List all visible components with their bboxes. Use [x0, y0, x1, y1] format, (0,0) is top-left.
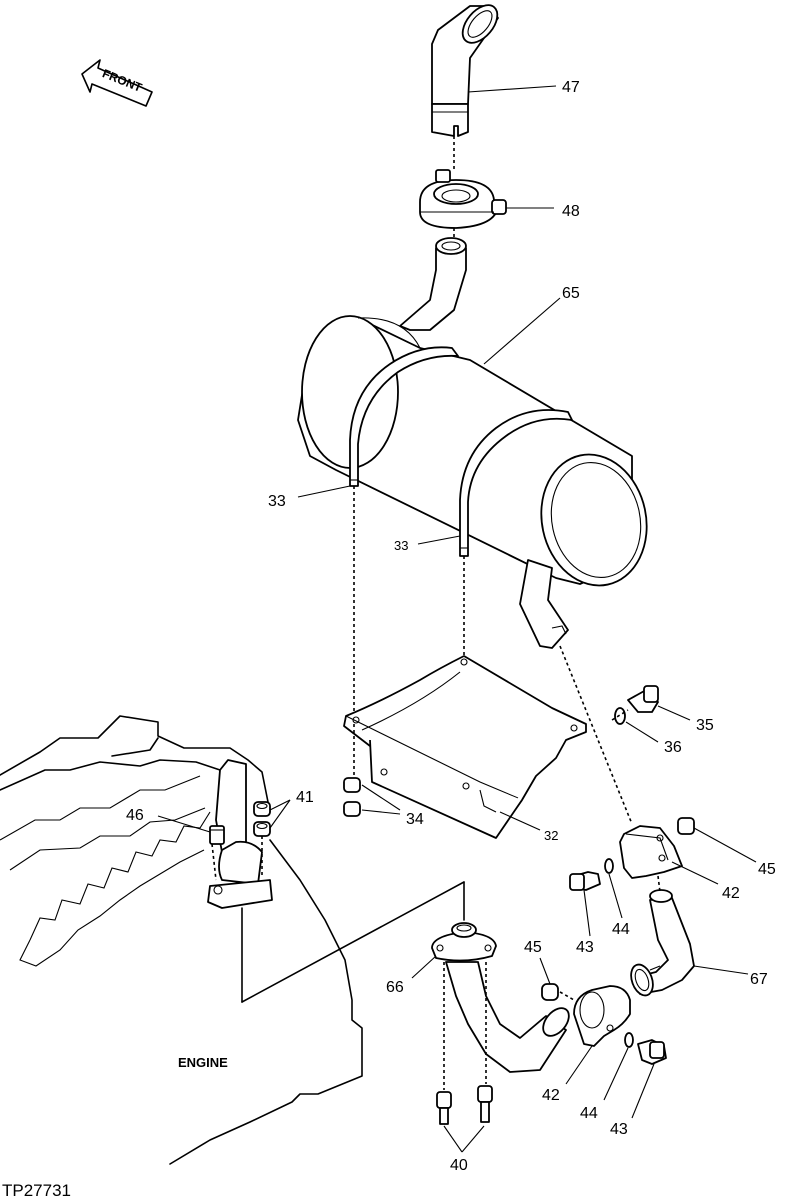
clamp-42-upper	[619, 825, 683, 879]
washer-36	[614, 707, 626, 725]
callout-36: 36	[664, 739, 682, 756]
callout-33-front: 33	[268, 493, 286, 510]
callout-47: 47	[562, 79, 580, 96]
u-bolt-33-rear	[459, 409, 573, 557]
bolt-43-upper	[569, 871, 601, 891]
callout-65: 65	[562, 285, 580, 302]
bolt-45-upper	[677, 817, 695, 835]
callout-35: 35	[696, 717, 714, 734]
callout-42-lower: 42	[542, 1087, 560, 1104]
clamp-48	[419, 169, 507, 229]
callout-45-upper: 45	[758, 861, 776, 878]
callout-34: 34	[406, 811, 424, 828]
callout-42-upper: 42	[722, 885, 740, 902]
leader-lines	[157, 85, 757, 1153]
callout-32: 32	[544, 828, 558, 843]
washer-44-upper	[604, 858, 614, 874]
figure-id: TP27731	[2, 1181, 71, 1200]
callout-48: 48	[562, 203, 580, 220]
callout-43-upper: 43	[576, 939, 594, 956]
muffler-inlet-pipe	[519, 559, 569, 649]
callout-33-rear: 33	[394, 538, 408, 553]
callout-43-lower: 43	[610, 1121, 628, 1138]
adapter-pipe-66	[431, 922, 570, 1073]
bolts-40	[436, 1085, 493, 1125]
callout-45-lower: 45	[524, 939, 542, 956]
nuts-41	[253, 801, 271, 837]
front-arrow: FRONT	[81, 59, 153, 107]
pipe-67	[630, 889, 695, 997]
callout-44-upper: 44	[612, 921, 630, 938]
callout-67: 67	[750, 971, 768, 988]
assembly-lines	[211, 136, 661, 1090]
nut-45-lower	[541, 983, 559, 1001]
u-bolt-33-front	[349, 346, 459, 487]
nuts-34	[343, 777, 361, 817]
callouts: 47 48 65 33 33 35 36 41 46 34 32 45 42 4…	[126, 79, 776, 1174]
bolt-43-lower	[637, 1039, 667, 1065]
engine-label: ENGINE	[178, 1055, 228, 1070]
engine-block: ENGINE	[0, 715, 363, 1165]
stud-46	[209, 825, 225, 845]
callout-44-lower: 44	[580, 1105, 598, 1122]
callout-41: 41	[296, 789, 314, 806]
muffler-outlet-pipe	[399, 237, 467, 331]
exhaust-stack-47	[431, 4, 499, 137]
clamp-42-lower	[573, 985, 631, 1047]
callout-46: 46	[126, 807, 144, 824]
callout-66: 66	[386, 979, 404, 996]
callout-40: 40	[450, 1157, 468, 1174]
washer-44-lower	[624, 1032, 634, 1048]
bolt-35	[627, 685, 659, 713]
mounting-bracket-32	[343, 655, 587, 839]
